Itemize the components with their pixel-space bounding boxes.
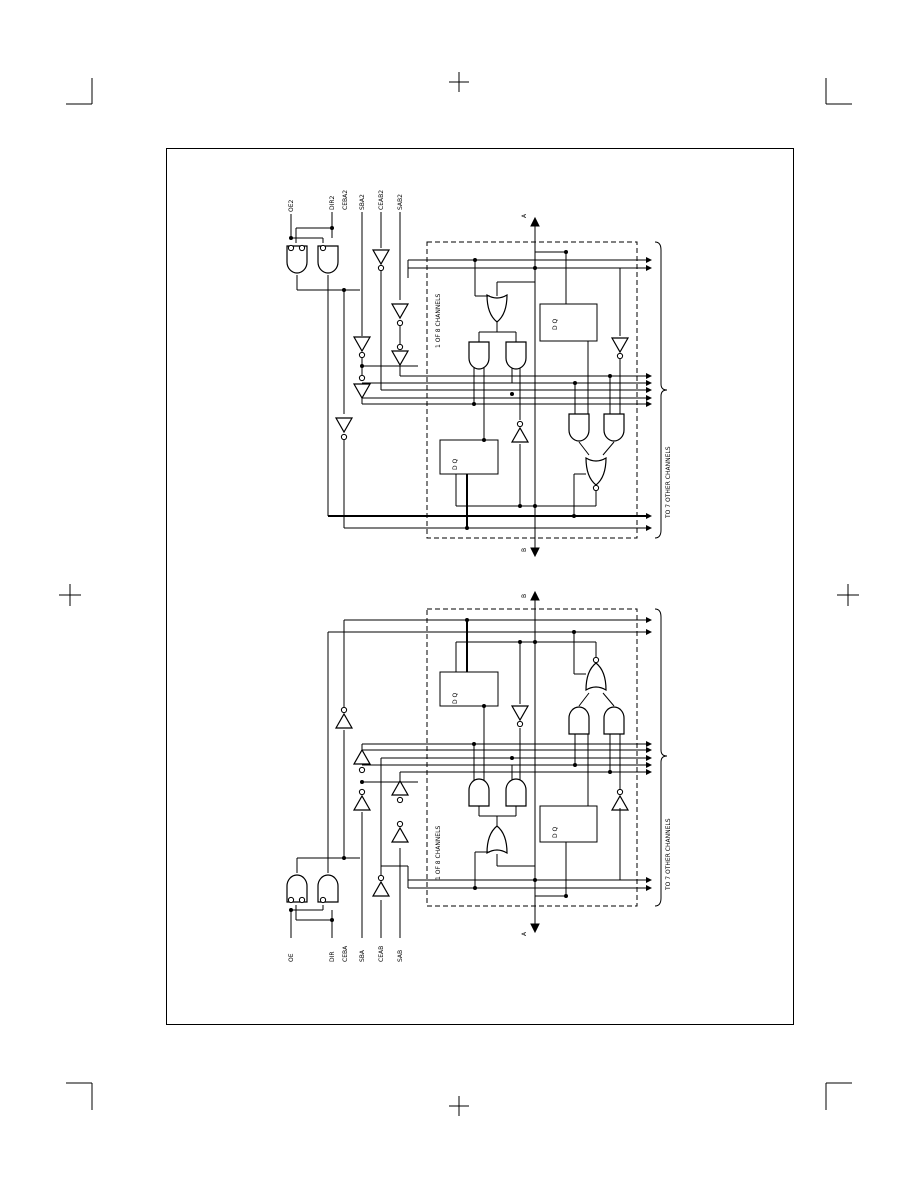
bottom-section-label: 1 OF 8 CHANNELS <box>435 826 442 880</box>
bottom-register-label: D Q <box>452 692 459 704</box>
top-input-label: CEBA2 <box>342 190 349 210</box>
bottom-input-label: CEAB <box>378 946 385 962</box>
bottom-register-a <box>539 805 598 843</box>
top-input-label: SBA2 <box>359 194 366 210</box>
bottom-port-label: B <box>521 594 528 598</box>
top-input-label: SAB2 <box>397 194 404 210</box>
top-brace <box>654 241 668 539</box>
bottom-labels: OE DIR CEBA SBA CEAB SAB 1 OF 8 CHANNELS… <box>288 594 672 962</box>
bottom-register-b <box>439 671 499 707</box>
bottom-register-label: D Q <box>552 826 559 838</box>
figure-frame <box>166 148 794 1025</box>
bottom-port-label: A <box>521 931 528 936</box>
top-section-label: 1 OF 8 CHANNELS <box>435 294 442 348</box>
top-input-label: OE2 <box>288 199 295 212</box>
top-port-label: B <box>521 548 528 552</box>
top-port-label: A <box>521 213 528 218</box>
top-input-label: CEAB2 <box>378 190 385 210</box>
bottom-other-channels-label: TO 7 OTHER CHANNELS <box>665 818 672 891</box>
bottom-input-label: SBA <box>359 949 366 962</box>
top-register-label: D Q <box>552 318 559 330</box>
top-other-channels-label: TO 7 OTHER CHANNELS <box>665 446 672 519</box>
top-labels: OE2 DIR2 CEBA2 SBA2 CEAB2 SAB2 1 OF 8 CH… <box>288 190 672 552</box>
bottom-input-label: OE <box>288 953 295 962</box>
top-register-b <box>439 439 499 475</box>
bottom-input-label: SAB <box>397 950 404 962</box>
top-register-a <box>539 303 598 342</box>
top-register-label: D Q <box>452 458 459 470</box>
bottom-brace <box>654 608 668 907</box>
top-input-label: DIR2 <box>329 195 336 210</box>
top-logic-diagram <box>286 212 668 558</box>
bottom-logic-diagram <box>286 590 668 938</box>
bottom-input-label: CEBA <box>342 945 349 962</box>
bottom-input-label: DIR <box>329 951 336 962</box>
